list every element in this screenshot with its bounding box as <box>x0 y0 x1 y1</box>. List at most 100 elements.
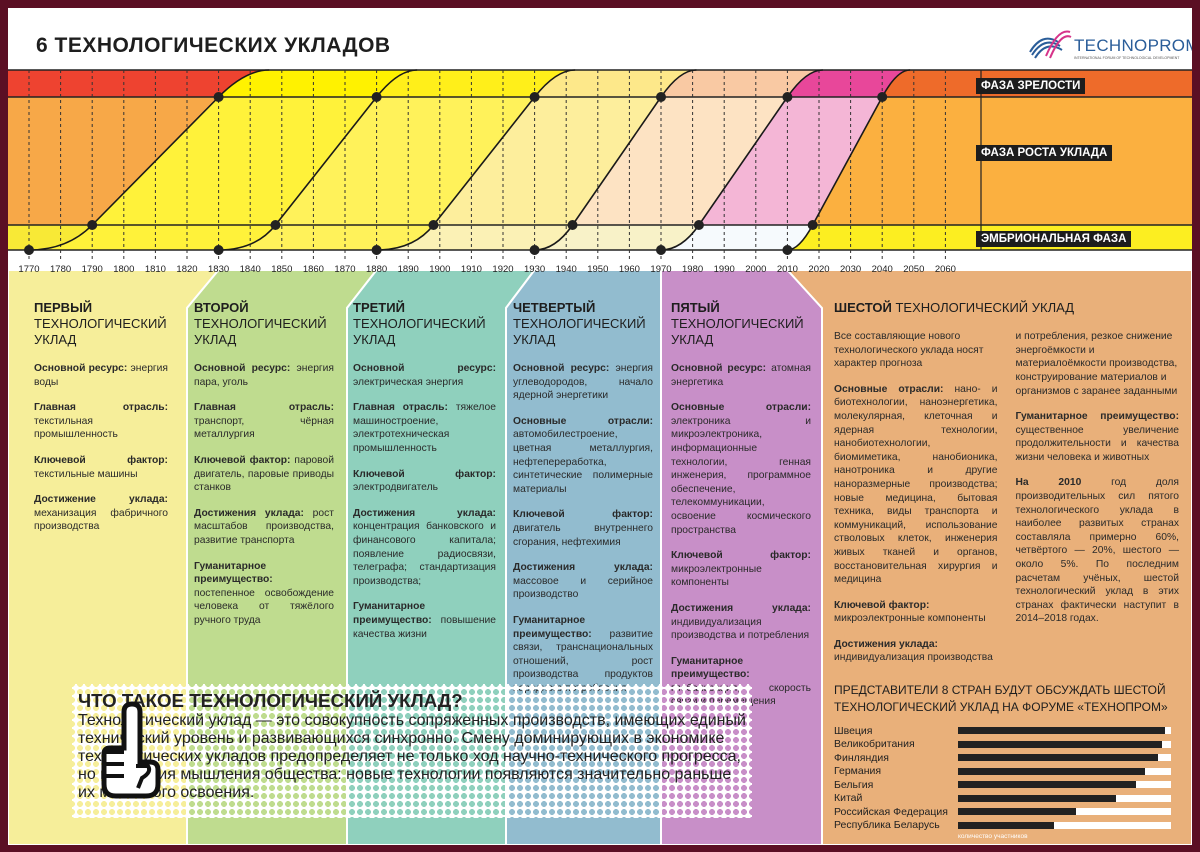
maturity-start-point <box>213 92 224 102</box>
column-fact: Ключевой фактор: двигатель внутреннего с… <box>513 509 653 548</box>
raised-finger-hand-icon <box>101 701 161 799</box>
bar-fill <box>958 754 1159 762</box>
growth-start-point <box>693 220 704 230</box>
definition-title: ЧТО ТАКОЕ ТЕХНОЛОГИЧЕСКИЙ УКЛАД? <box>78 690 463 711</box>
embryonic-start-point <box>656 245 666 255</box>
column-fact: Ключевой фактор: текстильные машины <box>34 454 168 480</box>
bar-track <box>958 808 1171 816</box>
x-tick-label: 1860 <box>303 264 324 275</box>
column-sixth-wave: ШЕСТОЙ ТЕХНОЛОГИЧЕСКИЙ УКЛАД Все составл… <box>834 300 1179 677</box>
x-tick-label: 1910 <box>461 264 482 275</box>
wave-4-curve <box>534 69 697 251</box>
bar-axis-caption: количество участников <box>958 833 1028 840</box>
x-tick-label: 1810 <box>145 264 166 275</box>
bar-track <box>958 767 1171 775</box>
column-fact: Основной ресурс: энергия пара, уголь <box>194 363 335 388</box>
x-tick-label: 1900 <box>429 264 450 275</box>
x-tick-label: 1830 <box>208 264 229 275</box>
x-tick-label: 2020 <box>808 264 829 275</box>
x-tick-label: 1870 <box>334 264 355 275</box>
maturity-start-point <box>371 92 382 102</box>
growth-start-point <box>807 220 818 230</box>
x-tick-label: 1820 <box>176 264 197 275</box>
x-tick-label: 1970 <box>650 264 671 275</box>
x-tick-label: 1890 <box>398 264 419 275</box>
x-tick-label: 1980 <box>682 264 703 275</box>
x-tick-label: 1800 <box>113 264 134 275</box>
column-fact: Ключевой фактор: паровой двигатель, паро… <box>194 454 334 494</box>
bar-fill <box>958 740 1163 748</box>
x-tick-label: 1940 <box>556 264 577 275</box>
column-fact: Гуманитарное преимущество: постепенное о… <box>194 560 334 626</box>
sixth-key-factor: Ключевой фактор: микроэлектронные компон… <box>834 599 986 625</box>
column-fact: Главная отрасль: тяжелое машиностроение,… <box>353 402 496 454</box>
bar-fill <box>958 808 1077 816</box>
embryonic-start-point <box>24 245 34 255</box>
x-tick-label: 1930 <box>524 264 545 275</box>
sixth-achievements: Достижения уклада: индивидуализация прои… <box>834 638 993 664</box>
country-bar-row: Республика Беларусь <box>834 819 1179 833</box>
x-tick-label: 1990 <box>714 264 735 275</box>
x-tick-label: 1840 <box>240 264 261 275</box>
column-fact: Гуманитарное преимущество: повышение кач… <box>353 601 496 640</box>
column-fact: Ключевой фактор: электродвигатель <box>353 468 496 494</box>
x-tick-label: 1770 <box>18 264 39 275</box>
column-fact: Основной ресурс: энергия воды <box>34 363 169 388</box>
column-fact: Основной ресурс: атомная энергетика <box>671 363 811 388</box>
x-tick-label: 1780 <box>50 264 71 275</box>
column-fact: Главная отрасль: транспорт, чёрная метал… <box>194 402 334 441</box>
sixth-intro: Все составляющие нового технологического… <box>834 331 984 370</box>
bar-track <box>958 794 1171 802</box>
maturity-start-point <box>529 92 540 102</box>
embryonic-start-point <box>782 245 793 255</box>
x-tick-label: 1920 <box>492 264 513 275</box>
sixth-industries: Основные отрасли: нано- и биотехнологии,… <box>834 383 998 586</box>
bar-track <box>958 754 1171 762</box>
definition-box: ЧТО ТАКОЕ ТЕХНОЛОГИЧЕСКИЙ УКЛАД? Техноло… <box>78 690 746 812</box>
x-tick-label: 2040 <box>872 264 893 275</box>
country-name: Великобритания <box>834 738 915 751</box>
country-name: Китай <box>834 792 863 805</box>
country-name: Швеция <box>834 724 873 737</box>
growth-start-point <box>270 220 281 230</box>
phase-label-embryonic: ЭМБРИОНАЛЬНАЯ ФАЗА <box>976 231 1132 247</box>
column-heading: ШЕСТОЙ ТЕХНОЛОГИЧЕСКИЙ УКЛАД <box>834 300 1075 315</box>
logo-subtitle: INTERNATIONAL FORUM OF TECHNOLOGICAL DEV… <box>1074 56 1180 60</box>
page-title: 6 ТЕХНОЛОГИЧЕСКИХ УКЛАДОВ <box>36 34 391 57</box>
embryonic-start-point <box>371 245 382 255</box>
sixth-achievements-continued: Достижения уклада: индивидуализация прои… <box>1015 331 1178 397</box>
column-fact: Достижения уклада: индивидуализация прои… <box>671 602 811 642</box>
column-fact: Достижения уклада: массовое и серийное п… <box>513 562 653 601</box>
bar-track <box>958 781 1171 789</box>
maturity-start-point <box>656 92 666 102</box>
column-fact: Главная отрасль: текстильная промышленно… <box>34 402 168 441</box>
logo-swirl-icon <box>1029 30 1072 59</box>
definition-box-background <box>72 684 752 818</box>
column-fact: Основные отрасли: электроника и микроэле… <box>671 402 811 536</box>
country-name: Германия <box>834 765 882 778</box>
wave-6-curve <box>787 69 911 251</box>
growth-start-point <box>87 220 98 230</box>
forum-countries-chart: ПРЕДСТАВИТЕЛИ 8 СТРАН БУДУТ ОБСУЖДАТЬ ШЕ… <box>834 682 1179 840</box>
x-tick-label: 1960 <box>619 264 640 275</box>
country-bar-row: Бельгия <box>834 778 1179 792</box>
column-fact: Достижение уклада: механизация фабричног… <box>34 494 168 533</box>
forum-title: ПРЕДСТАВИТЕЛИ 8 СТРАН БУДУТ ОБСУЖДАТЬ ШЕ… <box>834 683 1168 714</box>
country-bar-row: Китай <box>834 792 1179 806</box>
bar-fill <box>958 781 1136 789</box>
country-bar-row: Великобритания <box>834 738 1179 752</box>
growth-start-point <box>428 220 439 230</box>
bar-fill <box>958 794 1116 802</box>
bar-fill <box>958 767 1146 775</box>
embryonic-start-point <box>529 245 540 255</box>
country-bar-row: Германия <box>834 765 1179 779</box>
